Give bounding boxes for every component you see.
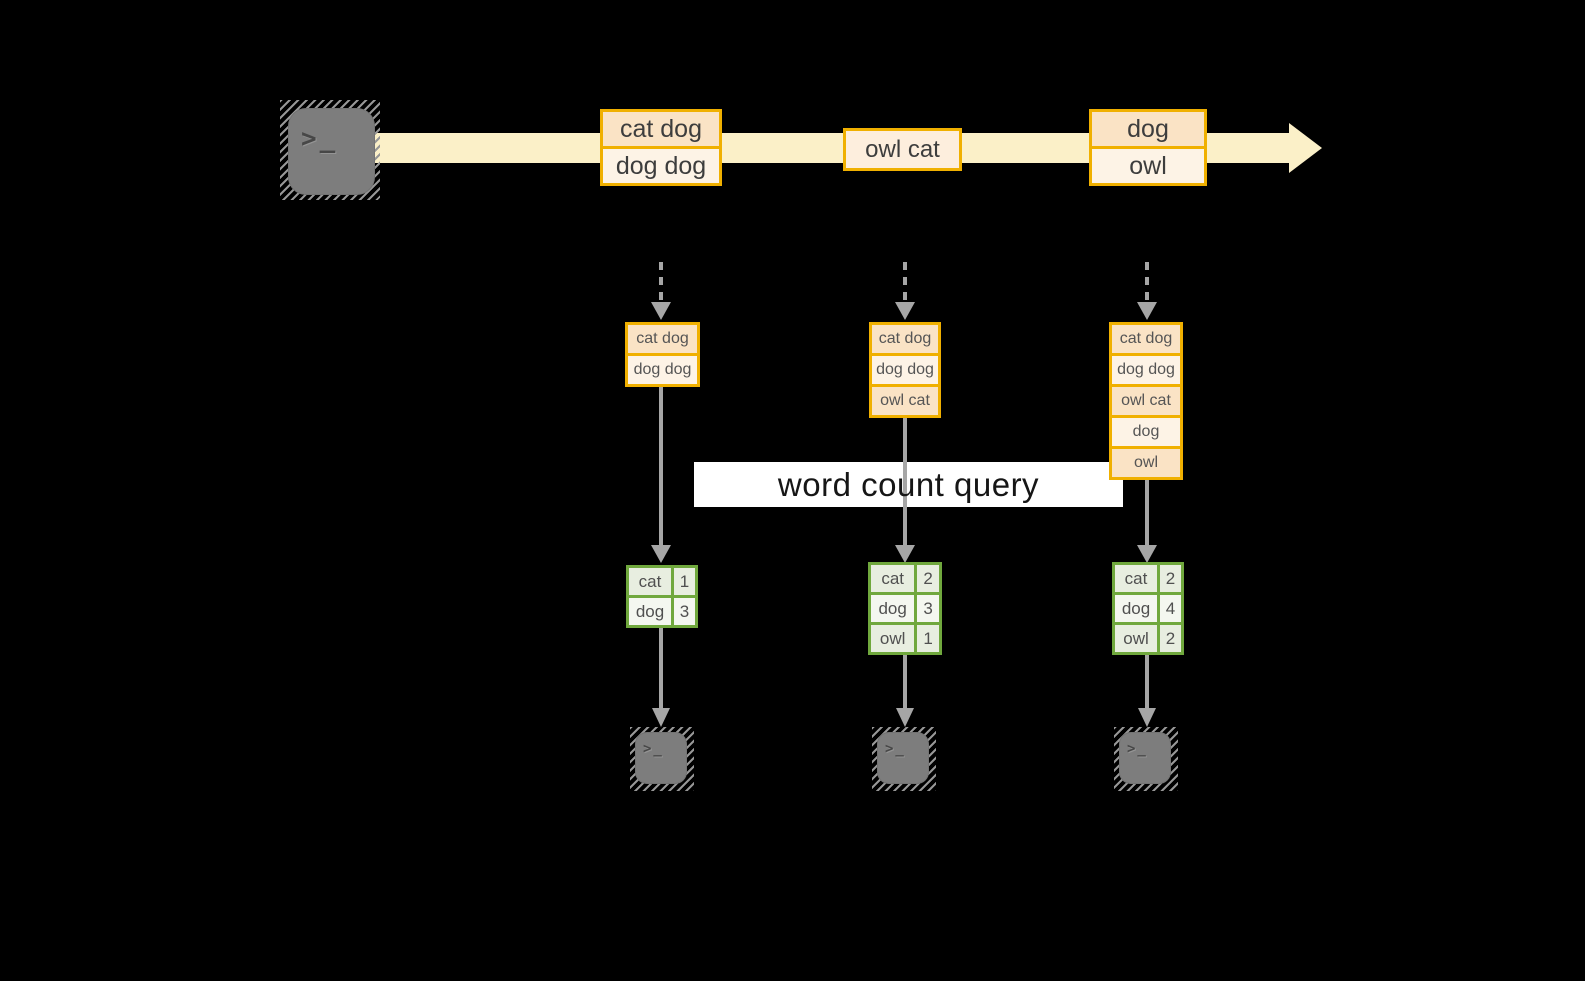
ingest-arrow-dash-2 — [903, 262, 907, 302]
table-row: cat 2 — [1115, 565, 1181, 592]
query-arrow-line-2 — [903, 418, 907, 545]
stream-event-line: owl cat — [846, 131, 959, 168]
query-banner — [694, 462, 1123, 507]
word-cell: owl — [1115, 625, 1157, 652]
count-cell: 2 — [1160, 625, 1181, 652]
word-cell: dog — [871, 595, 915, 622]
sink-terminal-hatch-2: >_ — [872, 727, 936, 791]
ingest-arrow-dash-1 — [659, 262, 663, 302]
word-cell: owl — [871, 625, 915, 652]
stream-event-box-1: cat dog dog dog — [600, 109, 722, 186]
count-cell: 3 — [674, 598, 695, 625]
count-cell: 1 — [674, 568, 695, 595]
table-row: dog 3 — [871, 595, 939, 622]
table-row: dog 4 — [1115, 595, 1181, 622]
terminal-prompt-icon: >_ — [1127, 741, 1148, 757]
table-row: owl 1 — [871, 625, 939, 652]
output-arrowhead-icon — [652, 708, 670, 727]
count-cell: 2 — [1160, 565, 1181, 592]
output-arrow-line-1 — [659, 628, 663, 708]
source-terminal-hatch: >_ — [280, 100, 380, 200]
output-arrow-line-3 — [1145, 655, 1149, 708]
word-cell: cat — [871, 565, 915, 592]
table-row: cat 2 — [871, 565, 939, 592]
stream-arrowhead-icon — [1289, 123, 1322, 173]
stream-event-line: dog dog — [603, 149, 719, 183]
buffer-item: dog dog — [872, 356, 938, 384]
count-cell: 2 — [917, 565, 939, 592]
query-arrow-line-3 — [1145, 480, 1149, 545]
buffer-item: owl — [1112, 449, 1180, 477]
terminal-icon: >_ — [877, 732, 929, 784]
buffer-item: cat dog — [628, 325, 697, 353]
ingest-arrowhead-icon — [1137, 302, 1157, 320]
buffer-item: dog dog — [1112, 356, 1180, 384]
ingest-arrowhead-icon — [895, 302, 915, 320]
count-cell: 1 — [917, 625, 939, 652]
word-cell: cat — [629, 568, 671, 595]
buffer-item: owl cat — [1112, 387, 1180, 415]
terminal-prompt-icon: >_ — [301, 124, 339, 154]
query-arrowhead-icon — [895, 545, 915, 563]
sink-terminal-hatch-1: >_ — [630, 727, 694, 791]
count-cell: 3 — [917, 595, 939, 622]
output-arrowhead-icon — [1138, 708, 1156, 727]
word-cell: cat — [1115, 565, 1157, 592]
query-arrowhead-icon — [1137, 545, 1157, 563]
stream-event-line: dog — [1092, 112, 1204, 146]
stream-event-box-2: owl cat — [843, 128, 962, 171]
ingest-arrow-dash-3 — [1145, 262, 1149, 302]
sink-terminal-hatch-3: >_ — [1114, 727, 1178, 791]
count-table-2: cat 2 dog 3 owl 1 — [868, 562, 942, 655]
terminal-prompt-icon: >_ — [643, 741, 664, 757]
buffer-stack-2: cat dog dog dog owl cat — [869, 322, 941, 418]
stream-event-line: owl — [1092, 149, 1204, 183]
stream-event-box-3: dog owl — [1089, 109, 1207, 186]
buffer-item: cat dog — [872, 325, 938, 353]
table-row: cat 1 — [629, 568, 695, 595]
terminal-prompt-icon: >_ — [885, 741, 906, 757]
terminal-icon: >_ — [288, 108, 375, 195]
word-cell: dog — [1115, 595, 1157, 622]
buffer-item: owl cat — [872, 387, 938, 415]
buffer-item: dog — [1112, 418, 1180, 446]
output-arrow-line-2 — [903, 655, 907, 708]
query-banner-label: word count query — [777, 465, 1040, 503]
table-row: owl 2 — [1115, 625, 1181, 652]
stream-event-line: cat dog — [603, 112, 719, 146]
query-arrowhead-icon — [651, 545, 671, 563]
table-row: dog 3 — [629, 598, 695, 625]
ingest-arrowhead-icon — [651, 302, 671, 320]
buffer-stack-1: cat dog dog dog — [625, 322, 700, 387]
terminal-icon: >_ — [1119, 732, 1171, 784]
buffer-stack-3: cat dog dog dog owl cat dog owl — [1109, 322, 1183, 480]
count-table-1: cat 1 dog 3 — [626, 565, 698, 628]
word-cell: dog — [629, 598, 671, 625]
count-cell: 4 — [1160, 595, 1181, 622]
terminal-icon: >_ — [635, 732, 687, 784]
output-arrowhead-icon — [896, 708, 914, 727]
count-table-3: cat 2 dog 4 owl 2 — [1112, 562, 1184, 655]
buffer-item: dog dog — [628, 356, 697, 384]
buffer-item: cat dog — [1112, 325, 1180, 353]
query-arrow-line-1 — [659, 387, 663, 545]
